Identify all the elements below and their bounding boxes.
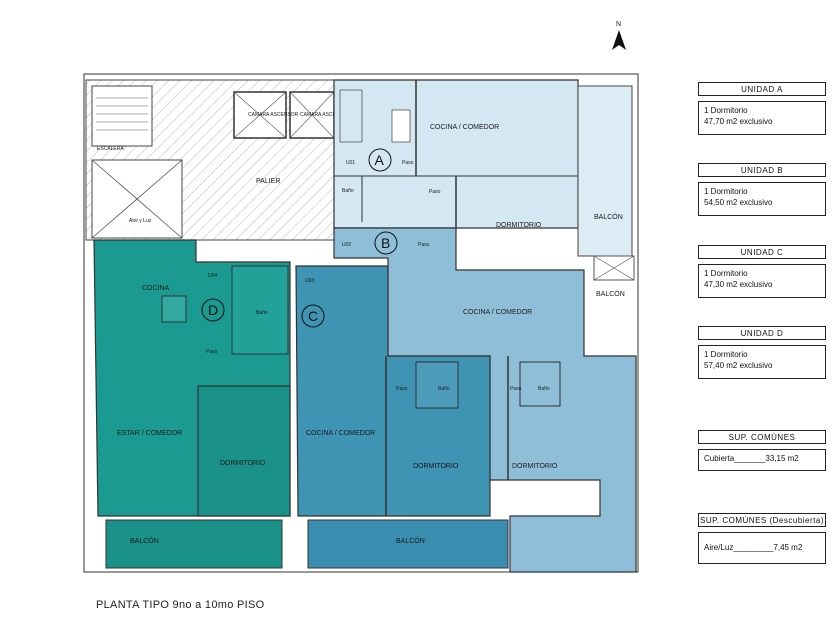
unit-a-hall: Paso xyxy=(402,160,414,166)
unit-d-hall: Paso xyxy=(206,349,218,355)
unit-b-hall-2: Paso xyxy=(510,386,522,392)
unit-d-living: ESTAR / COMEDOR xyxy=(117,430,182,437)
legend-unit-c: UNIDAD C 1 Dormitorio 47,30 m2 exclusivo xyxy=(698,245,826,298)
light-well-label: Aire y Luz xyxy=(129,218,152,224)
unit-d-letter-marker: D xyxy=(201,298,225,322)
unit-b-bedroom: DORMITORIO xyxy=(512,463,558,470)
legend-unit-a-title: UNIDAD A xyxy=(698,82,826,96)
legend-unit-d-line-2: 57,40 m2 exclusivo xyxy=(704,361,773,370)
north-arrow-icon: N xyxy=(612,21,626,50)
legend-unit-b: UNIDAD B 1 Dormitorio 54,50 m2 exclusivo xyxy=(698,163,826,216)
legend-unit-b-body: 1 Dormitorio 54,50 m2 exclusivo xyxy=(698,182,826,216)
hall-label: PALIER xyxy=(256,178,280,185)
legend-common-covered-title: SUP. COMÚNES xyxy=(698,430,826,444)
legend-common-covered-body: Cubierta_______33,15 m2 xyxy=(698,449,826,471)
legend-unit-d-line-1: 1 Dormitorio xyxy=(704,350,748,359)
legend-unit-b-line-2: 54,50 m2 exclusivo xyxy=(704,198,773,207)
legend-unit-c-body: 1 Dormitorio 47,30 m2 exclusivo xyxy=(698,264,826,298)
legend-unit-a-line-1: 1 Dormitorio xyxy=(704,106,748,115)
legend-unit-a: UNIDAD A 1 Dormitorio 47,70 m2 exclusivo xyxy=(698,82,826,135)
unit-c-letter-marker: C xyxy=(301,304,325,328)
unit-b-letter-marker: B xyxy=(374,231,398,255)
unit-b-hall: Paso xyxy=(418,242,430,248)
unit-d-balcony: BALCÓN xyxy=(130,536,159,545)
unit-a-entry: U01 xyxy=(346,160,355,166)
unit-a xyxy=(333,79,633,257)
unit-d xyxy=(93,239,291,569)
legend-common-uncovered-body: Aire/Luz_________7,45 m2 xyxy=(698,532,826,564)
legend-common-covered-line: Cubierta_______33,15 m2 xyxy=(704,454,799,463)
unit-a-hall-2: Paso xyxy=(429,189,441,195)
unit-a-bedroom: DORMITORIO xyxy=(496,222,542,229)
unit-c xyxy=(295,265,509,569)
legend-unit-a-line-2: 47,70 m2 exclusivo xyxy=(704,117,773,126)
unit-c-bedroom: DORMITORIO xyxy=(413,463,459,470)
plan-caption: PLANTA TIPO 9no a 10mo PISO xyxy=(96,599,265,611)
legend-unit-b-title: UNIDAD B xyxy=(698,163,826,177)
unit-b-bath: Baño xyxy=(538,386,550,392)
unit-c-kitchen: COCINA / COMEDOR xyxy=(306,430,375,437)
legend-common-uncovered-title: SUP. COMÚNES (Descubierta) xyxy=(698,513,826,527)
svg-text:D: D xyxy=(208,302,218,318)
unit-d-entry: U04 xyxy=(208,273,217,279)
unit-b-entry: U02 xyxy=(342,242,351,248)
svg-text:C: C xyxy=(308,308,318,324)
elevator-shaft-label-2: CAMARA ASCENSOR xyxy=(300,112,351,118)
legend-unit-a-body: 1 Dormitorio 47,70 m2 exclusivo xyxy=(698,101,826,135)
unit-a-kitchen: COCINA / COMEDOR xyxy=(430,124,499,131)
common-area xyxy=(85,79,335,241)
unit-a-bath: Baño xyxy=(342,188,354,194)
legend-unit-c-title: UNIDAD C xyxy=(698,245,826,259)
legend-unit-d-body: 1 Dormitorio 57,40 m2 exclusivo xyxy=(698,345,826,379)
unit-a-balcony: BALCÓN xyxy=(594,212,623,221)
svg-text:A: A xyxy=(375,152,385,168)
unit-c-balcony: BALCÓN xyxy=(396,536,425,545)
legend-unit-c-line-1: 1 Dormitorio xyxy=(704,269,748,278)
unit-c-hall: Paso xyxy=(396,386,408,392)
stair-label: ESCALERA xyxy=(97,146,124,152)
unit-c-bath: Baño xyxy=(438,386,450,392)
legend-unit-d-title: UNIDAD D xyxy=(698,326,826,340)
unit-d-bedroom: DORMITORIO xyxy=(220,460,266,467)
unit-d-kitchen: COCINA xyxy=(142,285,170,292)
legend-common-uncovered: SUP. COMÚNES (Descubierta) Aire/Luz_____… xyxy=(698,513,826,564)
legend-common-covered: SUP. COMÚNES Cubierta_______33,15 m2 xyxy=(698,430,826,471)
unit-c-entry: U03 xyxy=(305,278,314,284)
legend-unit-c-line-2: 47,30 m2 exclusivo xyxy=(704,280,773,289)
legend-unit-b-line-1: 1 Dormitorio xyxy=(704,187,748,196)
unit-a-letter-marker: A xyxy=(368,148,392,172)
elevator-shaft-label-1: CAMARA ASCENSOR xyxy=(248,112,299,118)
unit-d-bath: Baño xyxy=(256,310,268,316)
building-outline xyxy=(83,73,639,573)
legend-common-uncovered-line: Aire/Luz_________7,45 m2 xyxy=(704,543,803,552)
unit-b-balcony: BALCÓN xyxy=(596,289,625,298)
svg-text:N: N xyxy=(616,21,621,28)
legend-unit-d: UNIDAD D 1 Dormitorio 57,40 m2 exclusivo xyxy=(698,326,826,379)
unit-b-kitchen: COCINA / COMEDOR xyxy=(463,309,532,316)
svg-text:B: B xyxy=(381,235,390,251)
